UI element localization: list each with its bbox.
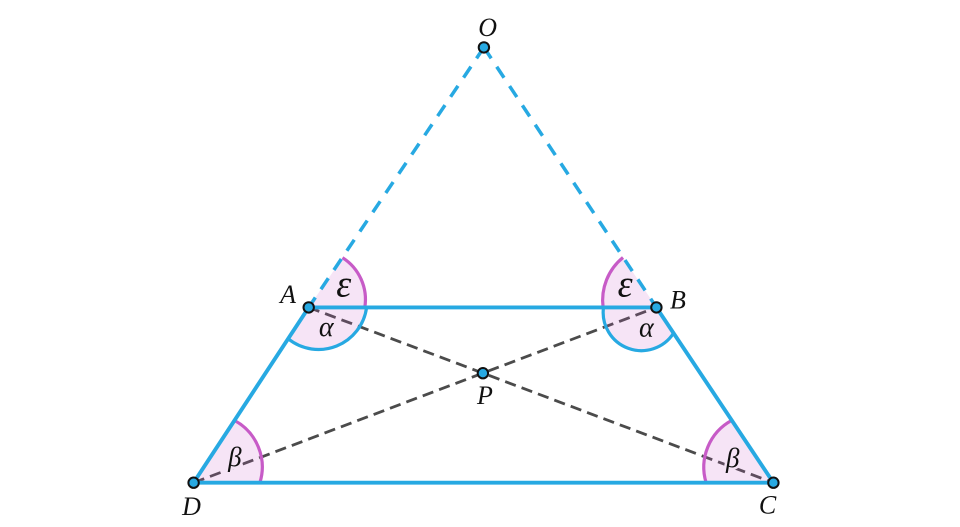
angle-arc-alpha-B xyxy=(601,307,675,353)
angle-label-epsilon-B: ε xyxy=(618,263,633,305)
edge-BD xyxy=(193,306,657,485)
angle-arc-epsilon-A xyxy=(341,256,367,308)
vertex-dots xyxy=(187,41,780,489)
angle-label-alpha-B: α xyxy=(639,312,655,343)
angle-sector-epsilon-B xyxy=(602,257,657,308)
angle-arc-strokes xyxy=(233,256,733,484)
vertex-dot-B xyxy=(650,301,663,314)
vertex-dot-D xyxy=(187,476,200,489)
edges xyxy=(191,46,776,485)
vertex-dot-O xyxy=(477,41,491,54)
angle-label-beta-C: β xyxy=(725,443,740,473)
angle-arc-beta-C xyxy=(702,418,733,484)
edge-AD xyxy=(191,306,311,484)
vertex-dot-P xyxy=(476,367,490,380)
angle-sector-beta-D xyxy=(193,420,263,483)
angle-arc-alpha-A xyxy=(287,307,369,352)
point-label-C: C xyxy=(759,491,777,520)
diagonal-dashed-lines xyxy=(193,306,774,485)
point-label-P: P xyxy=(476,381,493,410)
angle-label-epsilon-A: ε xyxy=(336,263,351,305)
angle-arc-beta-D xyxy=(233,419,264,484)
point-label-O: O xyxy=(478,13,497,42)
vertex-dot-C xyxy=(767,476,780,489)
edge-AC xyxy=(308,306,774,485)
angle-label-alpha-A: α xyxy=(319,312,335,343)
point-label-A: A xyxy=(278,280,296,309)
angle-sector-epsilon-A xyxy=(308,257,366,308)
edge-BC xyxy=(654,306,776,484)
angle-sector-alpha-B xyxy=(603,307,674,351)
angle-label-beta-D: β xyxy=(227,442,242,472)
point-label-D: D xyxy=(181,492,201,521)
edge-OA xyxy=(307,46,486,309)
angle-sector-fills xyxy=(193,257,774,483)
angle-sector-beta-C xyxy=(703,420,774,483)
edge-OB xyxy=(482,46,658,309)
point-label-B: B xyxy=(670,286,686,315)
angle-arc-epsilon-B xyxy=(601,256,625,308)
vertex-dot-A xyxy=(302,301,315,314)
